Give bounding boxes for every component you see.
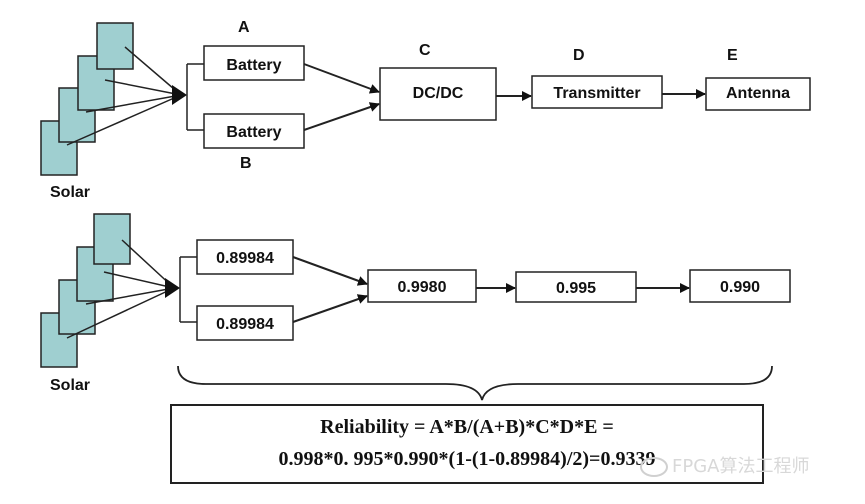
top-solar-label: Solar xyxy=(50,184,90,201)
bottom-battery-a-value: 0.89984 xyxy=(216,250,274,267)
top-junction-arrow xyxy=(172,85,187,105)
bottom-transmitter-box xyxy=(515,271,637,303)
top-battery-arrows xyxy=(303,63,380,131)
bottom-battery-b-box xyxy=(196,305,294,341)
watermark-text: FPGA算法工程师 xyxy=(672,456,810,477)
top-battery-b-box xyxy=(203,113,305,149)
bottom-solar-panels xyxy=(40,213,131,368)
top-transmitter-box xyxy=(531,75,663,109)
bottom-solar-label: Solar xyxy=(50,377,90,394)
bottom-transmitter-value: 0.995 xyxy=(556,280,596,297)
bottom-junction-arrow xyxy=(165,278,180,298)
top-battery-a-label: Battery xyxy=(226,57,281,74)
top-battery-b-label: Battery xyxy=(226,124,281,141)
top-transmitter-label: Transmitter xyxy=(553,85,640,102)
solar-panel xyxy=(93,213,131,265)
top-dcdc-box xyxy=(379,67,497,121)
top-antenna-label: Antenna xyxy=(726,85,790,102)
bottom-split-bracket xyxy=(179,256,197,323)
top-solar-panels xyxy=(40,22,134,176)
bottom-antenna-value: 0.990 xyxy=(720,279,760,296)
summary-brace xyxy=(177,365,773,401)
top-antenna-box xyxy=(705,77,811,111)
label-e: E xyxy=(727,47,738,64)
label-d: D xyxy=(573,47,585,64)
formula-line-2: 0.998*0. 995*0.990*(1-(1-0.89984)/2)=0.9… xyxy=(278,448,656,470)
reliability-formula-box: Reliability = A*B/(A+B)*C*D*E = 0.998*0.… xyxy=(170,404,764,484)
formula-line-1: Reliability = A*B/(A+B)*C*D*E = xyxy=(320,416,614,438)
label-a: A xyxy=(238,19,250,36)
bottom-dcdc-value: 0.9980 xyxy=(398,279,447,296)
watermark: FPGA算法工程师 xyxy=(640,452,809,478)
bottom-dcdc-box xyxy=(367,269,477,303)
top-battery-a-box xyxy=(203,45,305,81)
label-b: B xyxy=(240,155,252,172)
wechat-icon xyxy=(640,457,668,477)
top-dcdc-label: DC/DC xyxy=(413,85,464,102)
bottom-battery-b-value: 0.89984 xyxy=(216,316,274,333)
bottom-battery-arrows xyxy=(292,256,368,323)
label-c: C xyxy=(419,42,431,59)
solar-panel xyxy=(96,22,134,70)
top-split-bracket xyxy=(186,63,204,131)
bottom-antenna-box xyxy=(689,269,791,303)
bottom-battery-a-box xyxy=(196,239,294,275)
top-solar-lines xyxy=(66,46,182,146)
